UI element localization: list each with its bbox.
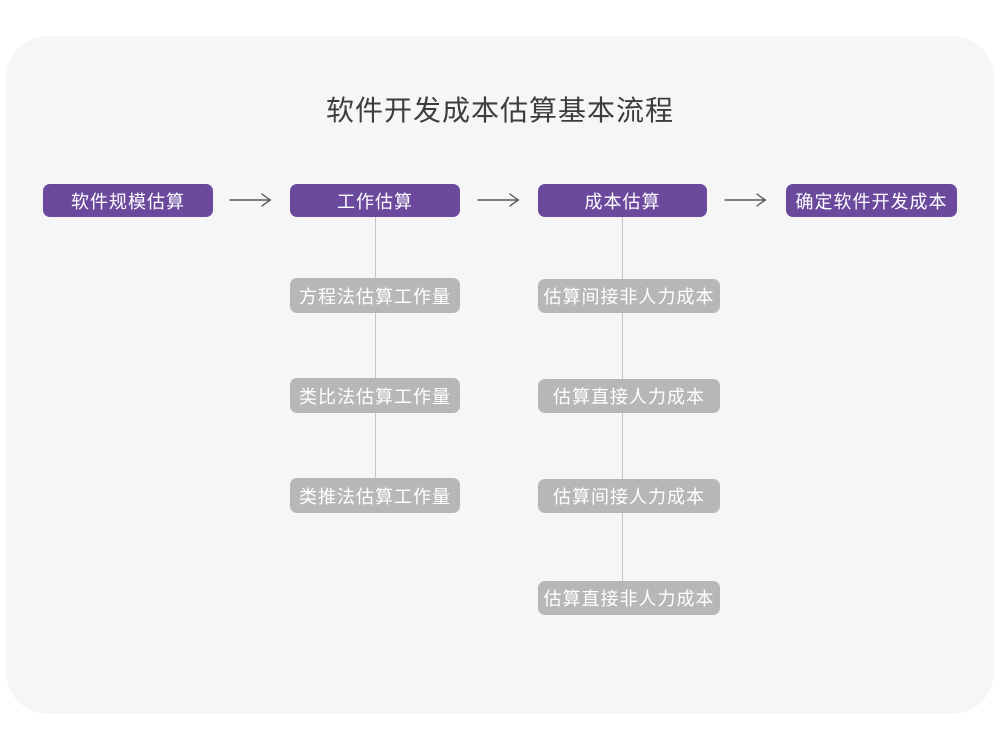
arrow-right-icon xyxy=(228,191,274,209)
arrow-right-icon xyxy=(476,191,522,209)
substep-box-indirect-nonlabor-cost: 估算间接非人力成本 xyxy=(538,279,720,313)
arrow-right-icon xyxy=(723,191,769,209)
stage-box-work-estimation: 工作估算 xyxy=(290,184,460,217)
stage-box-cost-estimation: 成本估算 xyxy=(538,184,707,217)
flowchart-card xyxy=(6,36,994,714)
page-title: 软件开发成本估算基本流程 xyxy=(325,95,674,126)
substep-box-direct-nonlabor-cost: 估算直接非人力成本 xyxy=(538,581,720,615)
connector-line-work-estimation xyxy=(375,217,376,480)
stage-box-software-scale-estimation: 软件规模估算 xyxy=(43,184,213,217)
substep-box-direct-labor-cost: 估算直接人力成本 xyxy=(538,379,720,413)
substep-box-analogy-method: 类比法估算工作量 xyxy=(290,378,460,413)
substep-box-extrapolation-method: 类推法估算工作量 xyxy=(290,478,460,513)
substep-box-indirect-labor-cost: 估算间接人力成本 xyxy=(538,479,720,513)
stage-box-determine-software-dev-cost: 确定软件开发成本 xyxy=(786,184,957,217)
substep-box-equation-method: 方程法估算工作量 xyxy=(290,278,460,313)
